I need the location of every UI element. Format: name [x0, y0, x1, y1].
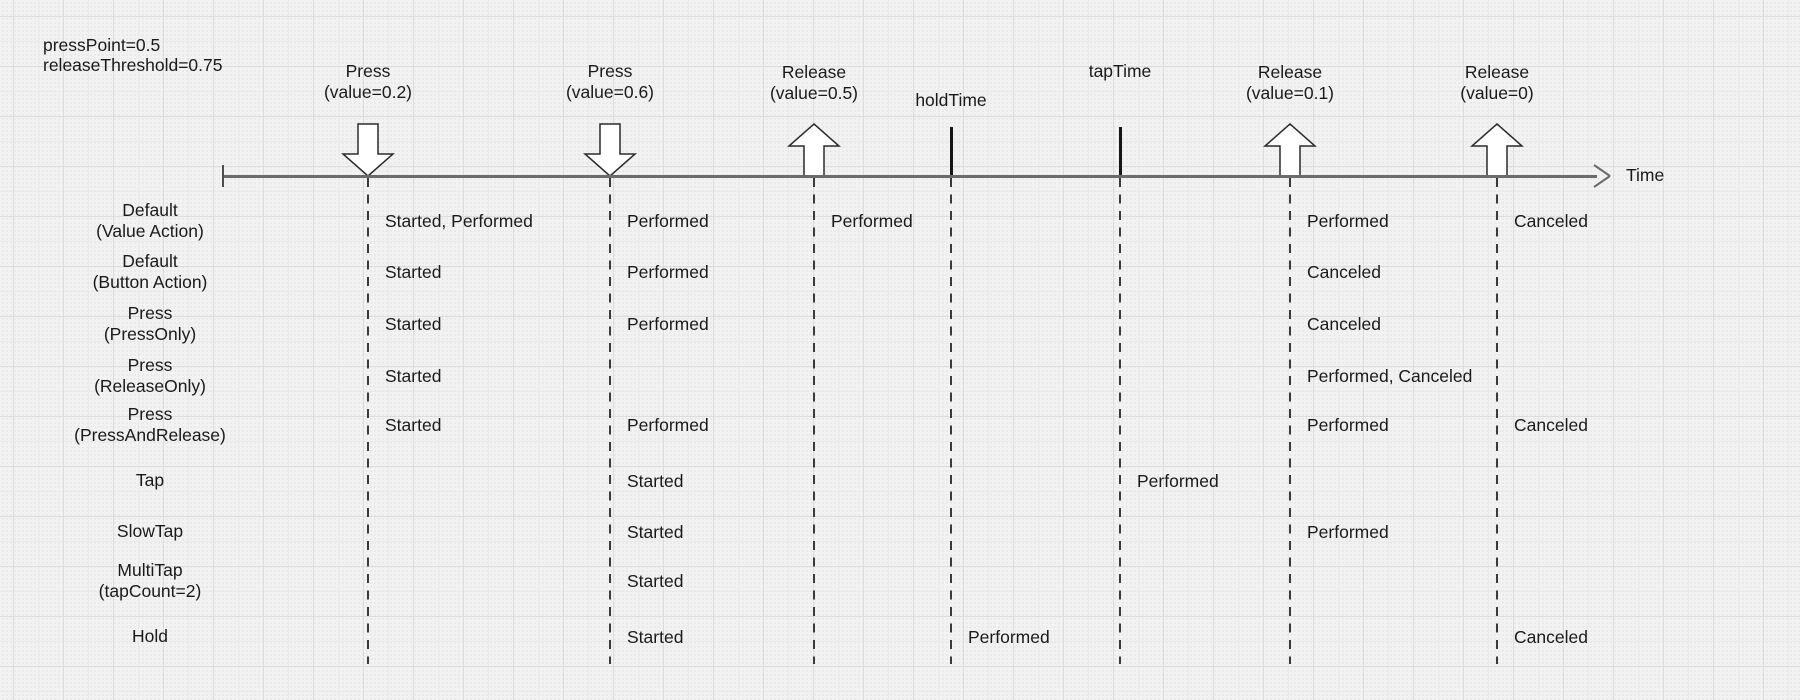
time-axis-label: Time	[1626, 165, 1665, 185]
column-label-line: Release	[1464, 62, 1530, 82]
event-cell-press-pressandrelease-release-0.1: Performed	[1307, 415, 1389, 435]
column-label-line: Press	[587, 61, 633, 81]
arrow-up-icon-release-0	[1470, 123, 1524, 177]
column-dashed-line-press-0.2	[367, 178, 369, 664]
row-label-hold: Hold	[20, 626, 280, 648]
event-cell-default-value-action-press-0.6: Performed	[627, 211, 709, 231]
event-cell-press-pressonly-press-0.2: Started	[385, 314, 442, 334]
event-cell-press-pressandrelease-press-0.6: Performed	[627, 415, 709, 435]
event-cell-tap-tap-time: Performed	[1137, 471, 1219, 491]
column-dashed-line-hold-time	[950, 178, 952, 664]
row-label-default-button-action: Default(Button Action)	[20, 251, 280, 294]
time-axis-start-tick	[222, 165, 224, 187]
row-label-line: (ReleaseOnly)	[94, 376, 206, 396]
event-cell-default-button-action-press-0.2: Started	[385, 262, 442, 282]
column-dashed-line-press-0.6	[609, 178, 611, 664]
row-label-line: Press	[127, 403, 173, 424]
column-label-hold-time: holdTime	[821, 90, 1081, 111]
column-label-release-0.1: Release(value=0.1)	[1160, 62, 1420, 104]
row-label-line: Press	[127, 302, 173, 323]
event-cell-press-pressonly-release-0.1: Canceled	[1307, 314, 1381, 334]
column-label-tap-time: tapTime	[990, 61, 1250, 82]
column-label-line: (value=0)	[1460, 83, 1534, 103]
event-cell-press-releaseonly-release-0.1: Performed, Canceled	[1307, 366, 1473, 386]
row-label-line: (Button Action)	[92, 272, 208, 292]
column-label-line: (value=0.1)	[1245, 83, 1335, 103]
row-label-multitap: MultiTap(tapCount=2)	[20, 560, 280, 603]
column-label-line: (value=0.2)	[323, 82, 413, 102]
release-threshold-param: releaseThreshold=0.75	[43, 55, 223, 75]
row-label-line: Hold	[132, 626, 168, 647]
row-label-press-pressonly: Press(PressOnly)	[20, 303, 280, 346]
event-cell-slowtap-release-0.1: Performed	[1307, 522, 1389, 542]
row-label-line: Default	[122, 250, 178, 271]
column-label-line: tapTime	[1088, 61, 1152, 81]
arrow-up-icon-release-0.1	[1263, 123, 1317, 177]
arrow-down-icon-press-0.2	[341, 123, 395, 177]
event-cell-press-pressandrelease-release-0: Canceled	[1514, 415, 1588, 435]
row-label-default-value-action: Default(Value Action)	[20, 200, 280, 243]
event-cell-press-pressandrelease-press-0.2: Started	[385, 415, 442, 435]
tap-time-tick	[1118, 127, 1122, 176]
row-label-line: Tap	[135, 470, 165, 491]
column-dashed-line-release-0.5	[813, 178, 815, 664]
row-label-line: (PressAndRelease)	[74, 425, 226, 445]
row-label-line: SlowTap	[116, 521, 184, 542]
press-point-param: pressPoint=0.5	[43, 35, 161, 55]
column-label-line: Press	[345, 61, 391, 81]
column-label-press-0.6: Press(value=0.6)	[480, 61, 740, 103]
event-cell-tap-press-0.6: Started	[627, 471, 684, 491]
row-label-press-releaseonly: Press(ReleaseOnly)	[20, 355, 280, 398]
parameter-annotations: pressPoint=0.5 releaseThreshold=0.75	[43, 35, 223, 75]
event-cell-slowtap-press-0.6: Started	[627, 522, 684, 542]
arrow-down-icon-press-0.6	[583, 123, 637, 177]
event-cell-default-button-action-release-0.1: Canceled	[1307, 262, 1381, 282]
event-cell-hold-press-0.6: Started	[627, 627, 684, 647]
event-cell-default-value-action-press-0.2: Started, Performed	[385, 211, 533, 231]
row-label-line: (tapCount=2)	[98, 581, 202, 601]
column-dashed-line-release-0	[1496, 178, 1498, 664]
event-cell-default-value-action-release-0.1: Performed	[1307, 211, 1389, 231]
hold-time-tick	[949, 127, 953, 176]
column-label-line: Release	[1257, 62, 1323, 82]
time-axis-arrowhead-icon	[1593, 164, 1611, 188]
event-cell-default-button-action-press-0.6: Performed	[627, 262, 709, 282]
row-label-line: (Value Action)	[96, 221, 204, 241]
arrow-up-icon-release-0.5	[787, 123, 841, 177]
row-label-press-pressandrelease: Press(PressAndRelease)	[20, 404, 280, 447]
column-label-release-0.5: Release(value=0.5)	[684, 62, 944, 104]
event-cell-default-value-action-release-0.5: Performed	[831, 211, 913, 231]
column-label-line: (value=0.6)	[565, 82, 655, 102]
column-dashed-line-tap-time	[1119, 178, 1121, 664]
column-label-line: (value=0.5)	[769, 83, 859, 103]
event-cell-multitap-press-0.6: Started	[627, 571, 684, 591]
column-label-line: Release	[781, 62, 847, 82]
event-cell-press-pressonly-press-0.6: Performed	[627, 314, 709, 334]
row-label-line: MultiTap	[117, 559, 183, 580]
event-cell-default-value-action-release-0: Canceled	[1514, 211, 1588, 231]
column-label-line: holdTime	[915, 90, 987, 110]
column-label-press-0.2: Press(value=0.2)	[238, 61, 498, 103]
event-cell-press-releaseonly-press-0.2: Started	[385, 366, 442, 386]
row-label-tap: Tap	[20, 470, 280, 492]
row-label-line: Press	[127, 354, 173, 375]
row-label-line: Default	[122, 199, 178, 220]
column-dashed-line-release-0.1	[1289, 178, 1291, 664]
time-axis	[223, 175, 1597, 178]
column-label-release-0: Release(value=0)	[1367, 62, 1627, 104]
row-label-slowtap: SlowTap	[20, 521, 280, 543]
row-label-line: (PressOnly)	[103, 324, 197, 344]
event-cell-hold-hold-time: Performed	[968, 627, 1050, 647]
event-cell-hold-release-0: Canceled	[1514, 627, 1588, 647]
